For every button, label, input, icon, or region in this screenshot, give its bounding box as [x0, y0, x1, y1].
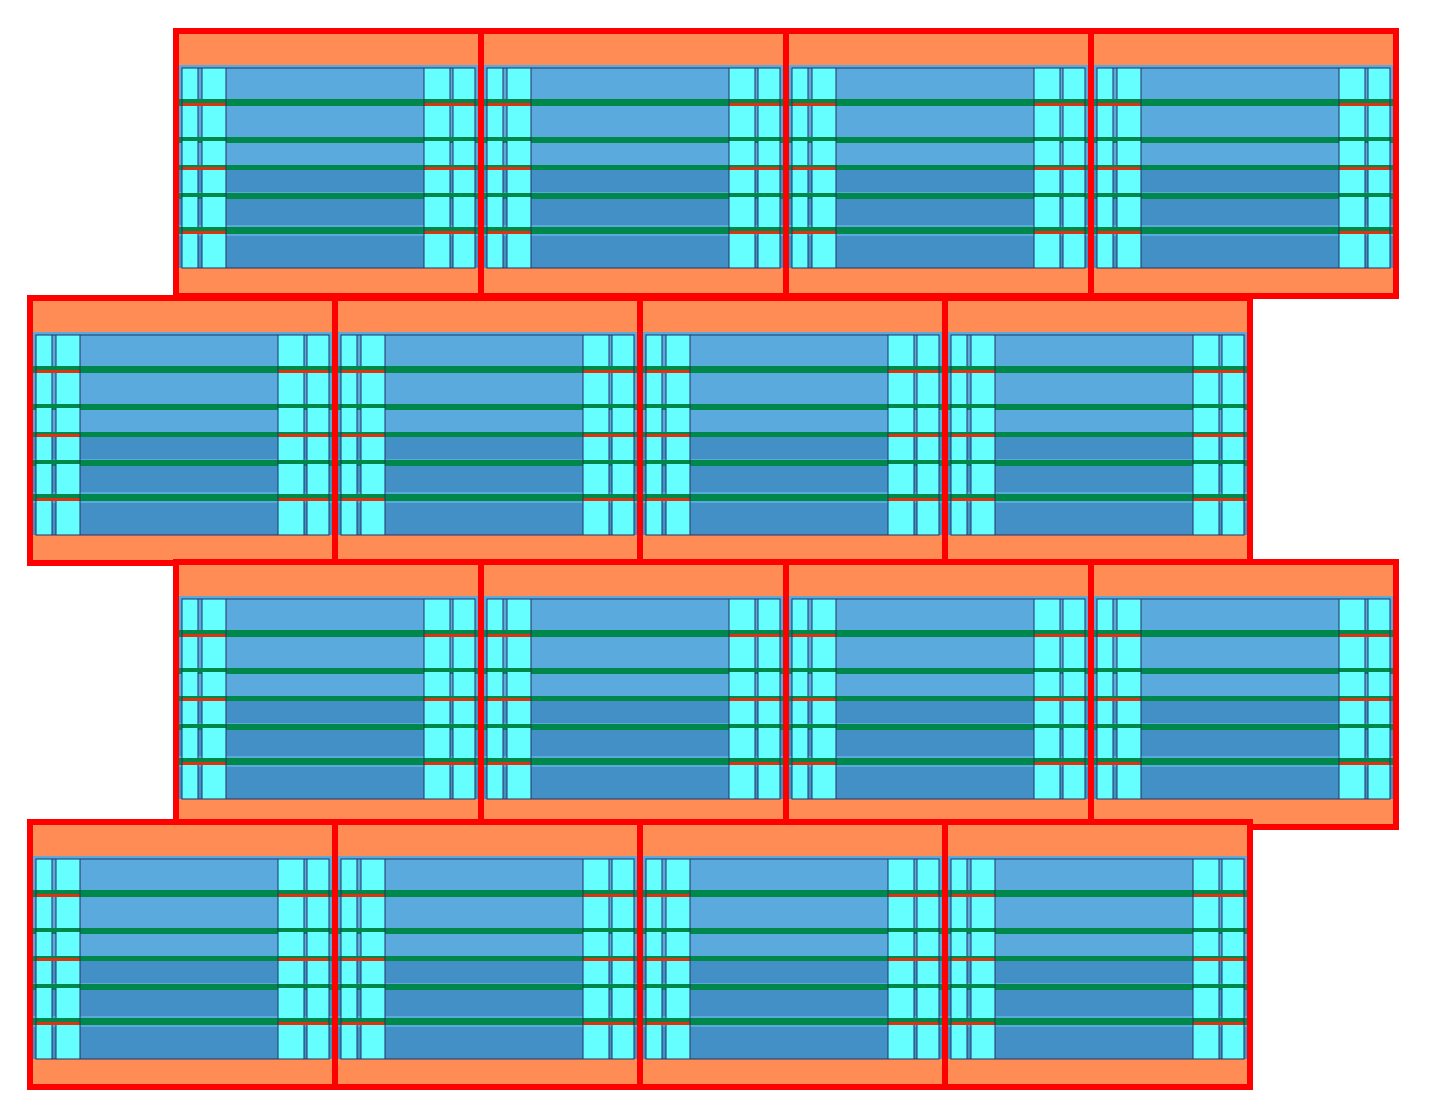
cell-r3-c4	[1088, 559, 1399, 830]
cell-r4-c1	[27, 819, 338, 1090]
cell-body	[29, 821, 336, 1088]
cell-body	[334, 821, 641, 1088]
cell-row-4	[27, 819, 1253, 1090]
cell-r2-c4	[942, 295, 1253, 566]
cell-r4-c2	[332, 819, 643, 1090]
cell-body	[334, 297, 641, 564]
cell-body	[480, 561, 787, 828]
cell-r2-c3	[637, 295, 948, 566]
cell-body	[175, 561, 482, 828]
cell-body	[175, 30, 482, 297]
cell-r3-c1	[173, 559, 484, 830]
cell-r3-c2	[478, 559, 789, 830]
cell-border	[942, 819, 1253, 1090]
cell-body	[1090, 561, 1397, 828]
cell-body	[785, 30, 1092, 297]
cell-body	[639, 297, 946, 564]
cell-r3-c3	[783, 559, 1094, 830]
cell-row-2	[27, 295, 1253, 566]
cells-layer	[27, 28, 1399, 1090]
cell-body	[29, 297, 336, 564]
cell-body	[785, 561, 1092, 828]
cell-r4-c4	[942, 819, 1253, 1090]
cell-body	[944, 821, 1251, 1088]
cell-r1-c4	[1088, 28, 1399, 299]
cell-r1-c1	[173, 28, 484, 299]
cell-r1-c2	[478, 28, 789, 299]
cell-body	[480, 30, 787, 297]
cell-row-3	[173, 559, 1399, 830]
cell-body	[1090, 30, 1397, 297]
cell-row-1	[173, 28, 1399, 299]
cell-r2-c1	[27, 295, 338, 566]
cell-body	[944, 297, 1251, 564]
cell-r4-c3	[637, 819, 948, 1090]
cell-r1-c3	[783, 28, 1094, 299]
cell-body	[639, 821, 946, 1088]
cell-r2-c2	[332, 295, 643, 566]
